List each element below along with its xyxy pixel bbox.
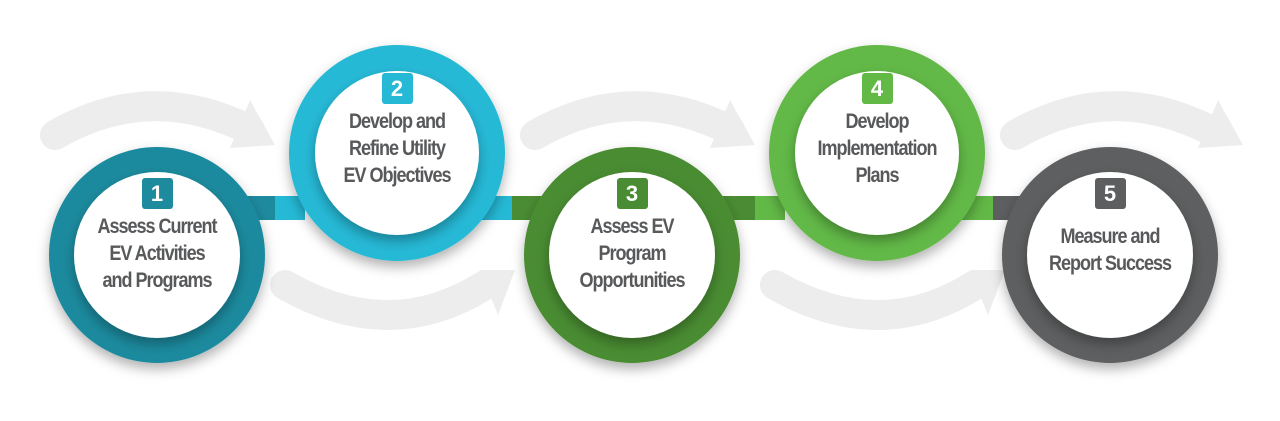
step-4: 4 Develop Implementation Plans (792, 73, 962, 189)
arrowhead-icon (1198, 100, 1243, 148)
step-label: Develop Implementation Plans (817, 110, 937, 187)
step-number-badge: 5 (1094, 178, 1126, 209)
flow-arrow-bottom-2 (760, 270, 990, 330)
step-label: Assess Current EV Activities and Program… (97, 215, 217, 292)
step-number-badge: 1 (141, 178, 173, 209)
step-3: 3 Assess EV Program Opportunities (547, 178, 717, 294)
step-label: Develop and Refine Utility EV Objectives (343, 110, 451, 187)
step-2: 2 Develop and Refine Utility EV Objectiv… (312, 73, 482, 189)
arrowhead-icon (230, 100, 275, 148)
step-label: Measure and Report Success (1048, 225, 1172, 275)
flow-arrow-bottom-1 (270, 270, 500, 330)
flow-arrow-top-3 (1000, 91, 1225, 150)
flow-arrow-top-2 (520, 91, 745, 150)
step-number-badge: 3 (616, 178, 648, 209)
step-number-badge: 2 (381, 73, 413, 104)
step-1: 1 Assess Current EV Activities and Progr… (72, 178, 242, 294)
step-5: 5 Measure and Report Success (1025, 178, 1195, 277)
arrowhead-icon (970, 270, 1005, 315)
arrowhead-icon (710, 100, 755, 148)
arrowhead-icon (480, 270, 515, 315)
step-label: Assess EV Program Opportunities (579, 215, 686, 292)
flow-arrow-top-1 (40, 91, 265, 150)
step-number-badge: 4 (861, 73, 893, 104)
